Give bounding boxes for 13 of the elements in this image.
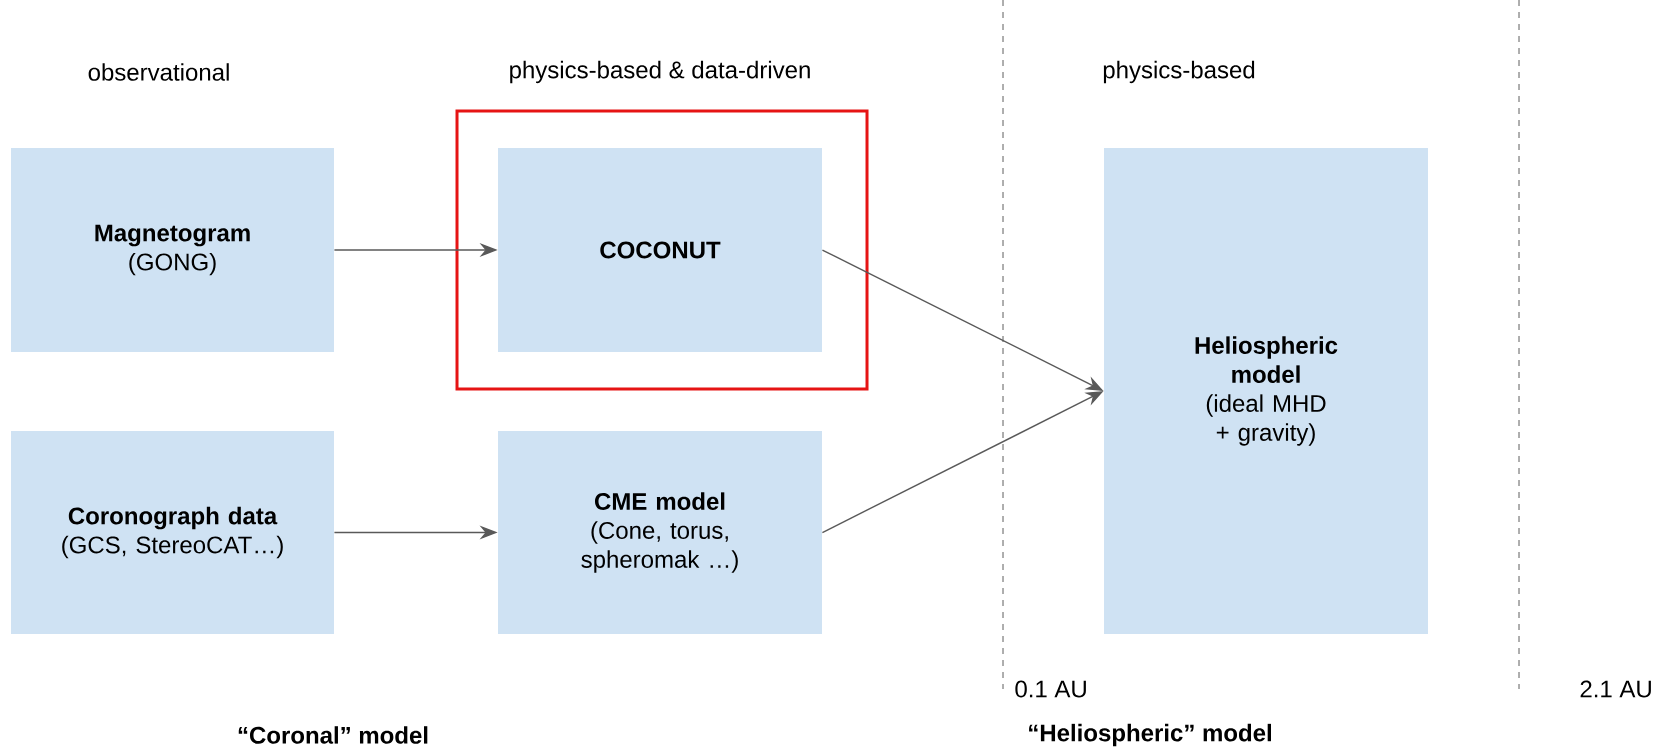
section-caption: “Heliospheric” model [1029, 723, 1271, 747]
column-heading: physics-based [1103, 60, 1255, 84]
model-box: Coronograph data (GCS, StereoCAT…) [11, 431, 334, 634]
model-box: Heliospheric model (ideal MHD + gravity) [1104, 148, 1428, 634]
model-box: CME model (Cone, torus, spheromak …) [498, 431, 822, 634]
section-caption: “Coronal” model [238, 726, 428, 744]
column-heading: observational [88, 63, 229, 81]
highlight-frame [455, 109, 869, 391]
model-box: COCONUT [498, 148, 822, 352]
distance-label: 0.1 AU [1015, 680, 1086, 698]
model-box: Magnetogram (GONG) [11, 148, 334, 352]
distance-label: 2.1 AU [1580, 680, 1651, 698]
column-heading: physics-based & data-driven [510, 60, 810, 84]
